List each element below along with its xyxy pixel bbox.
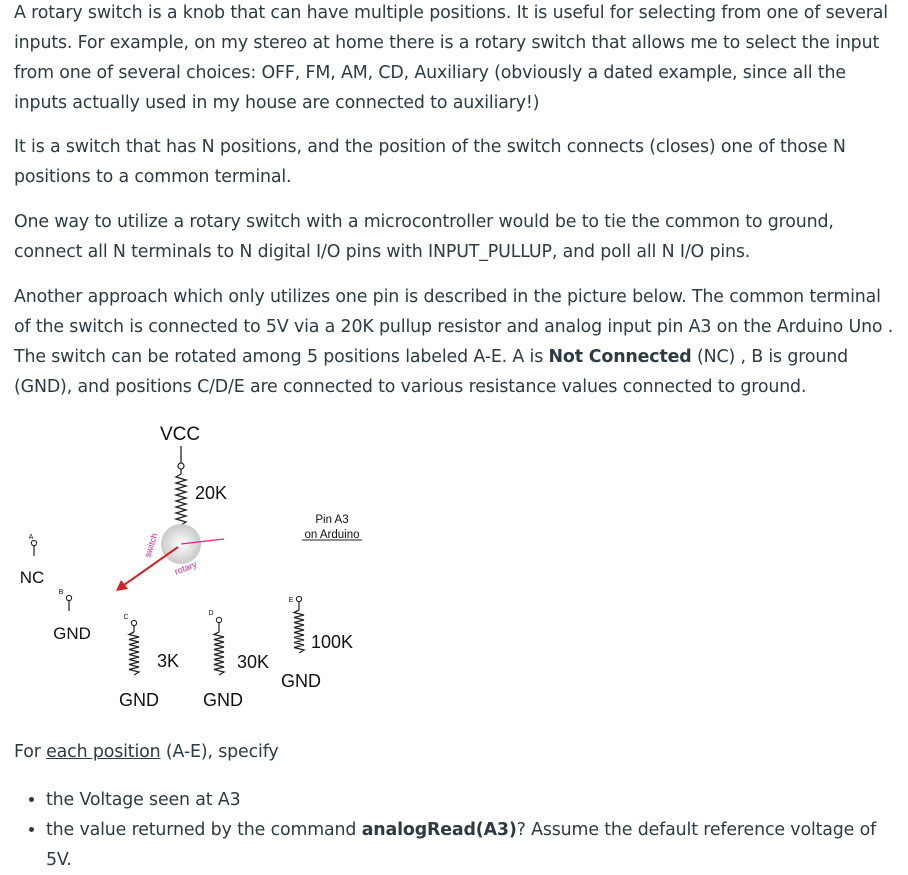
position-e-letter: E (289, 597, 294, 604)
pin-a3-label: Pin A3 (315, 514, 348, 526)
paragraph-intro: A rotary switch is a knob that can have … (14, 3, 888, 113)
resistor-3k-label: 3K (157, 651, 179, 671)
paragraph-digital-approach: One way to utilize a rotary switch with … (14, 212, 834, 262)
position-c-ground-label: GND (119, 690, 159, 710)
switch-label: switch (142, 532, 159, 559)
paragraph-analog-approach: Another approach which only utilizes one… (14, 282, 899, 402)
position-c-letter: C (123, 614, 128, 621)
resistor-30k-label: 30K (237, 652, 269, 672)
position-c-terminal (130, 619, 138, 627)
paragraph-definition: It is a switch that has N positions, and… (14, 137, 846, 187)
position-e-terminal (295, 595, 303, 603)
underlined-text: each position (46, 742, 161, 762)
position-d-letter: D (208, 610, 213, 617)
position-b-label: GND (53, 624, 91, 643)
text: Another approach which only utilizes one… (14, 287, 894, 367)
position-a-label: NC (20, 568, 45, 587)
text: the Voltage seen at A3 (46, 790, 241, 810)
text: (A-E), specify (160, 742, 279, 762)
rotary-switch-circuit-diagram: VCC 20K switch rotary Pin A3 on Arduino … (20, 424, 362, 710)
resistor-100k-label: 100K (311, 632, 353, 652)
resistor-100k (292, 609, 306, 654)
bold-text: Not Connected (548, 347, 692, 367)
resistor-30k (212, 631, 226, 676)
pin-a3-sub-label: on Arduino (305, 529, 360, 541)
bold-text: analogRead(A3) (361, 820, 517, 840)
common-terminal-wire (180, 538, 225, 545)
wiper-arrowhead (116, 580, 128, 591)
question-prompt: For each position (A-E), specify (14, 737, 279, 767)
position-e-ground-label: GND (281, 671, 321, 691)
vcc-label: VCC (160, 424, 200, 445)
text: (NC) , B is ground (GND), and positions … (14, 347, 848, 397)
switch-wiper (123, 546, 179, 586)
position-d-ground-label: GND (203, 690, 243, 710)
text: the value returned by the command (46, 820, 362, 840)
position-a-terminal (30, 539, 38, 547)
list-item: the Voltage seen at A3 (46, 785, 899, 815)
text: For (14, 742, 47, 762)
vcc-terminal (177, 462, 185, 470)
pullup-resistor (173, 473, 189, 526)
question-list: the Voltage seen at A3 the value returne… (14, 785, 899, 875)
pullup-resistor-label: 20K (195, 483, 227, 503)
position-a-letter: A (29, 534, 34, 541)
list-item: the value returned by the command analog… (46, 815, 899, 875)
position-d-terminal (215, 616, 223, 624)
position-b-terminal (65, 594, 73, 602)
position-b-letter: B (59, 589, 64, 596)
resistor-3k (127, 631, 141, 676)
